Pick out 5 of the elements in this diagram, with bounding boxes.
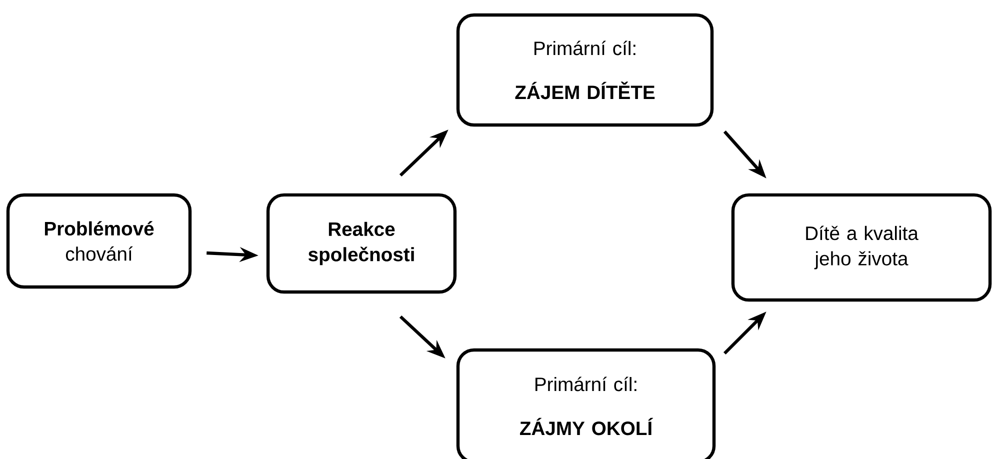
- process-box: Dítě a kvalita jeho života: [731, 193, 992, 302]
- process-box: Primární cíl: ZÁJMY OKOLÍ: [456, 348, 716, 459]
- process-box: Reakce společnosti: [266, 193, 457, 294]
- process-box: Problémové chování: [6, 193, 192, 289]
- process-box: Primární cíl: ZÁJEM DÍTĚTE: [456, 13, 714, 127]
